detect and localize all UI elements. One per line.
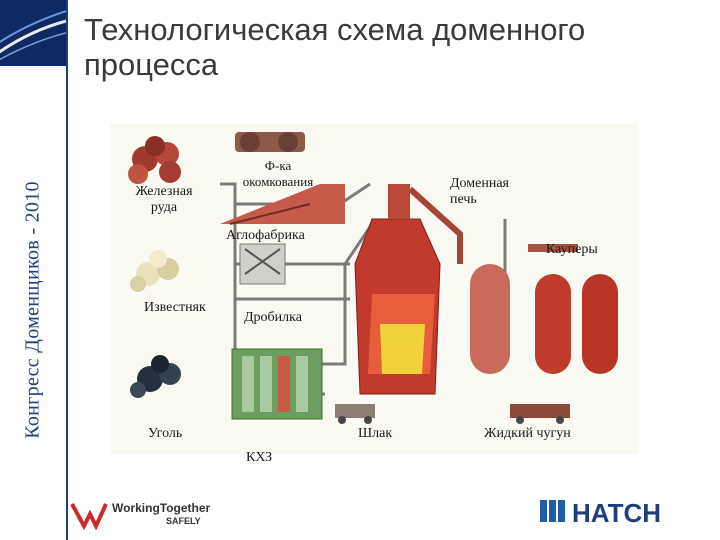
pellet-plant-machine bbox=[235, 132, 305, 152]
label-blast-furnace: Доменная печь bbox=[450, 176, 509, 207]
coke-plant bbox=[231, 348, 323, 420]
slide-title: Технологическая схема доменного процесса bbox=[84, 12, 586, 82]
sidebar: Конгресс Доменщиков - 2010 bbox=[0, 0, 68, 540]
label-sinter-plant: Аглофабрика bbox=[226, 228, 305, 243]
blast-furnace bbox=[354, 184, 463, 395]
label-stoves: Кауперы bbox=[546, 242, 598, 257]
label-crusher: Дробилка bbox=[244, 310, 302, 325]
limestone-pile bbox=[130, 250, 179, 292]
label-coke-plant: КХЗ bbox=[246, 450, 273, 465]
slag-ladle bbox=[335, 404, 375, 424]
sinter-plant bbox=[220, 184, 345, 225]
diagram-graphic bbox=[128, 132, 618, 424]
logo-line1: WorkingTogether bbox=[112, 501, 211, 515]
hot-blast-stoves bbox=[470, 244, 618, 374]
sidebar-graphic bbox=[0, 0, 66, 66]
crusher-machine bbox=[239, 243, 286, 285]
iron-ore-pile bbox=[128, 136, 181, 184]
label-slag: Шлак bbox=[358, 426, 393, 441]
label-hot-metal: Жидкий чугун bbox=[484, 426, 571, 441]
working-together-logo: WorkingTogether SAFELY bbox=[70, 496, 220, 531]
sidebar-caption: Конгресс Доменщиков - 2010 bbox=[21, 181, 44, 439]
coal-pile bbox=[130, 355, 181, 398]
label-limestone: Известняк bbox=[144, 300, 206, 315]
hatch-text: HATCH bbox=[572, 498, 661, 528]
label-coal: Уголь bbox=[148, 426, 183, 441]
hatch-logo: HATCH bbox=[540, 492, 690, 530]
blast-furnace-process-diagram: Железная руда Ф-ка окомкования Доменная … bbox=[110, 124, 638, 465]
label-iron-ore: Железная руда bbox=[135, 184, 193, 215]
logo-line2: SAFELY bbox=[166, 516, 201, 526]
hot-metal-car bbox=[510, 404, 570, 424]
label-pellet-plant: Ф-ка окомкования bbox=[242, 158, 314, 189]
